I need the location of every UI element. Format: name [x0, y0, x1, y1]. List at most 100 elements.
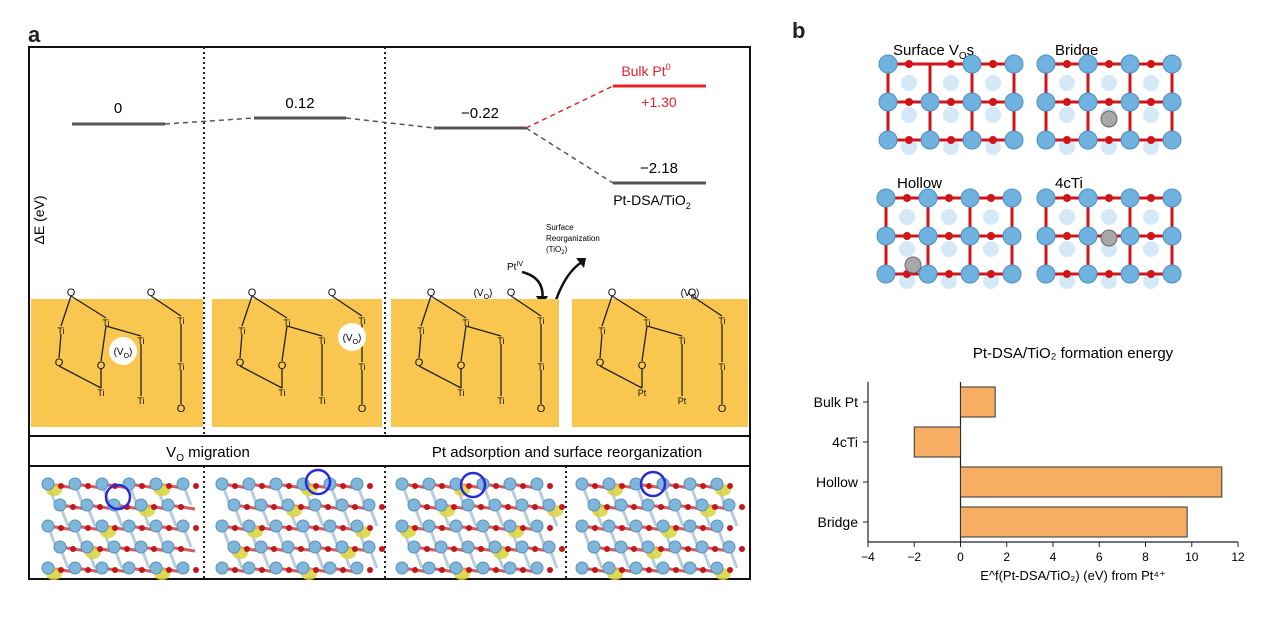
- oxygen-atom-label: O: [608, 287, 617, 299]
- ti-atom: [395, 561, 409, 575]
- ti-atom-back: [901, 139, 917, 155]
- ti-atom: [308, 498, 322, 512]
- lattice-snapshot-2: [215, 468, 385, 580]
- ti-atom: [281, 498, 295, 512]
- ti-atom: [1120, 188, 1140, 208]
- ti-atom-label: Ti: [177, 316, 184, 326]
- bond: [460, 325, 467, 362]
- o-atom: [1063, 136, 1071, 144]
- schematic-bg: [391, 299, 559, 427]
- o-atom: [673, 483, 679, 489]
- ti-atom-back: [983, 241, 999, 257]
- ti-atom-back: [1143, 75, 1159, 91]
- structure-4: [1036, 188, 1182, 289]
- o-atom: [367, 567, 373, 573]
- ti-atom: [722, 540, 736, 554]
- x-tick-label: 2: [1003, 550, 1010, 564]
- ti-atom: [1036, 264, 1056, 284]
- ti-atom: [407, 498, 421, 512]
- ti-atom: [1036, 130, 1056, 150]
- panel-a-letter: a: [28, 22, 41, 47]
- ti-atom: [461, 498, 475, 512]
- ti-atom: [641, 540, 655, 554]
- reorg-label-3: (TiO2): [546, 245, 568, 256]
- ti-atom-back: [899, 273, 915, 289]
- o-atom: [1063, 270, 1071, 278]
- structure-label-surface-vo: Surface VOs: [893, 42, 974, 62]
- energy-axis-label: ΔE (eV): [31, 195, 47, 244]
- o-atom: [905, 98, 913, 106]
- ti-atom: [1120, 226, 1140, 246]
- ti-atom-label: Ti: [318, 396, 325, 406]
- y-tick-label: Bulk Pt: [814, 394, 858, 410]
- o-atom: [947, 98, 955, 106]
- pt-iv-label: PtIV: [507, 261, 523, 273]
- ti-atom: [1036, 92, 1056, 112]
- vacancy-label: (VO): [681, 288, 700, 301]
- ti-atom: [1078, 130, 1098, 150]
- ti-atom: [68, 561, 82, 575]
- o-atom: [286, 567, 292, 573]
- connector-2: [345, 117, 435, 129]
- ti-atom: [350, 477, 364, 491]
- o-atom: [547, 483, 553, 489]
- ti-atom: [41, 561, 55, 575]
- ti-atom: [722, 498, 736, 512]
- x-tick-label: 8: [1142, 550, 1149, 564]
- level-2-value: −0.22: [461, 105, 499, 122]
- ti-atom: [710, 561, 724, 575]
- o-atom: [424, 504, 430, 510]
- ti-atom: [602, 477, 616, 491]
- o-atom: [547, 525, 553, 531]
- o-atom: [232, 567, 238, 573]
- level-pt-dsa-value: −2.18: [640, 160, 678, 177]
- highlight-circle: [459, 471, 487, 499]
- o-atom: [412, 483, 418, 489]
- o-atom: [193, 567, 199, 573]
- ti-atom-back: [983, 209, 999, 225]
- bond: [418, 365, 462, 389]
- ti-atom-back: [899, 241, 915, 257]
- ti-atom: [668, 498, 682, 512]
- ti-atom: [254, 498, 268, 512]
- ti-atom: [296, 561, 310, 575]
- o-atom: [1105, 232, 1113, 240]
- ti-atom: [629, 561, 643, 575]
- ti-atom: [134, 540, 148, 554]
- bond: [100, 325, 107, 362]
- ti-atom: [242, 561, 256, 575]
- o-atom: [298, 546, 304, 552]
- o-atom: [478, 546, 484, 552]
- ti-atom: [149, 519, 163, 533]
- pt-atom: [1100, 229, 1118, 247]
- oxygen-atom-label: O: [537, 403, 546, 415]
- o-atom: [1147, 136, 1155, 144]
- ti-atom-back: [1101, 107, 1117, 123]
- o-atom: [631, 504, 637, 510]
- ti-atom: [683, 561, 697, 575]
- o-atom: [367, 525, 373, 531]
- ti-atom-back: [899, 209, 915, 225]
- bond: [286, 325, 323, 337]
- lattice-snapshot-4: [575, 470, 745, 580]
- bond: [251, 295, 288, 319]
- o-atom: [286, 525, 292, 531]
- ti-atom: [542, 540, 556, 554]
- o-atom: [1063, 98, 1071, 106]
- ti-atom: [176, 477, 190, 491]
- ti-atom: [449, 561, 463, 575]
- ti-atom: [149, 477, 163, 491]
- bond: [420, 295, 432, 327]
- o-atom: [547, 567, 553, 573]
- o-atom: [193, 525, 199, 531]
- ti-atom: [1162, 92, 1182, 112]
- ti-atom-back: [901, 107, 917, 123]
- chart-title: Pt-DSA/TiO₂ formation energy: [973, 345, 1174, 362]
- o-atom: [1105, 194, 1113, 202]
- ti-atom-back: [1101, 75, 1117, 91]
- o-atom: [739, 546, 745, 552]
- o-atom: [1147, 60, 1155, 68]
- x-tick-label: 12: [1231, 550, 1245, 564]
- o-atom: [658, 546, 664, 552]
- o-atom: [466, 483, 472, 489]
